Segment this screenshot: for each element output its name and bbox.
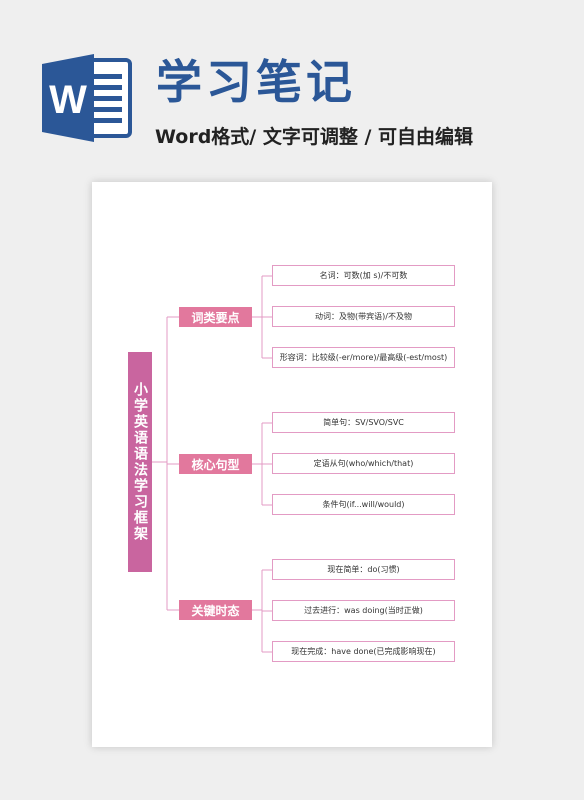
- mindmap-root: 小学英语语法学习框架: [128, 352, 152, 572]
- mindmap-connectors: [152, 275, 272, 653]
- leaf-past-continuous: 过去进行：was doing(当时正做): [272, 600, 455, 621]
- page-title: 学习笔记: [156, 55, 356, 109]
- mindmap-root-label: 小学英语语法学习框架: [132, 382, 148, 542]
- leaf-noun: 名词：可数(加 s)/不可数: [272, 265, 455, 286]
- leaf-conditional: 条件句(if...will/would): [272, 494, 455, 515]
- branch-key-tenses: 关键时态: [179, 600, 252, 620]
- leaf-adjective: 形容词：比较级(-er/more)/最高级(-est/most): [272, 347, 455, 368]
- header: W 学习笔记 Word格式/ 文字可调整 / 可自由编辑: [0, 0, 584, 170]
- word-icon: W: [42, 54, 132, 142]
- branch-word-classes: 词类要点: [179, 307, 252, 327]
- leaf-verb: 动词：及物(带宾语)/不及物: [272, 306, 455, 327]
- page-subtitle: Word格式/ 文字可调整 / 可自由编辑: [155, 126, 474, 148]
- leaf-present-simple: 现在简单：do(习惯): [272, 559, 455, 580]
- document-page: 小学英语语法学习框架 词类要点 核心句型 关键时态 名词：可数(加 s)/不可数…: [92, 182, 492, 747]
- leaf-present-perfect: 现在完成：have done(已完成影响现在): [272, 641, 455, 662]
- word-logo-letter: W: [49, 78, 87, 122]
- leaf-relative-clause: 定语从句(who/which/that): [272, 453, 455, 474]
- branch-core-sentences: 核心句型: [179, 454, 252, 474]
- leaf-simple-sentence: 简单句：SV/SVO/SVC: [272, 412, 455, 433]
